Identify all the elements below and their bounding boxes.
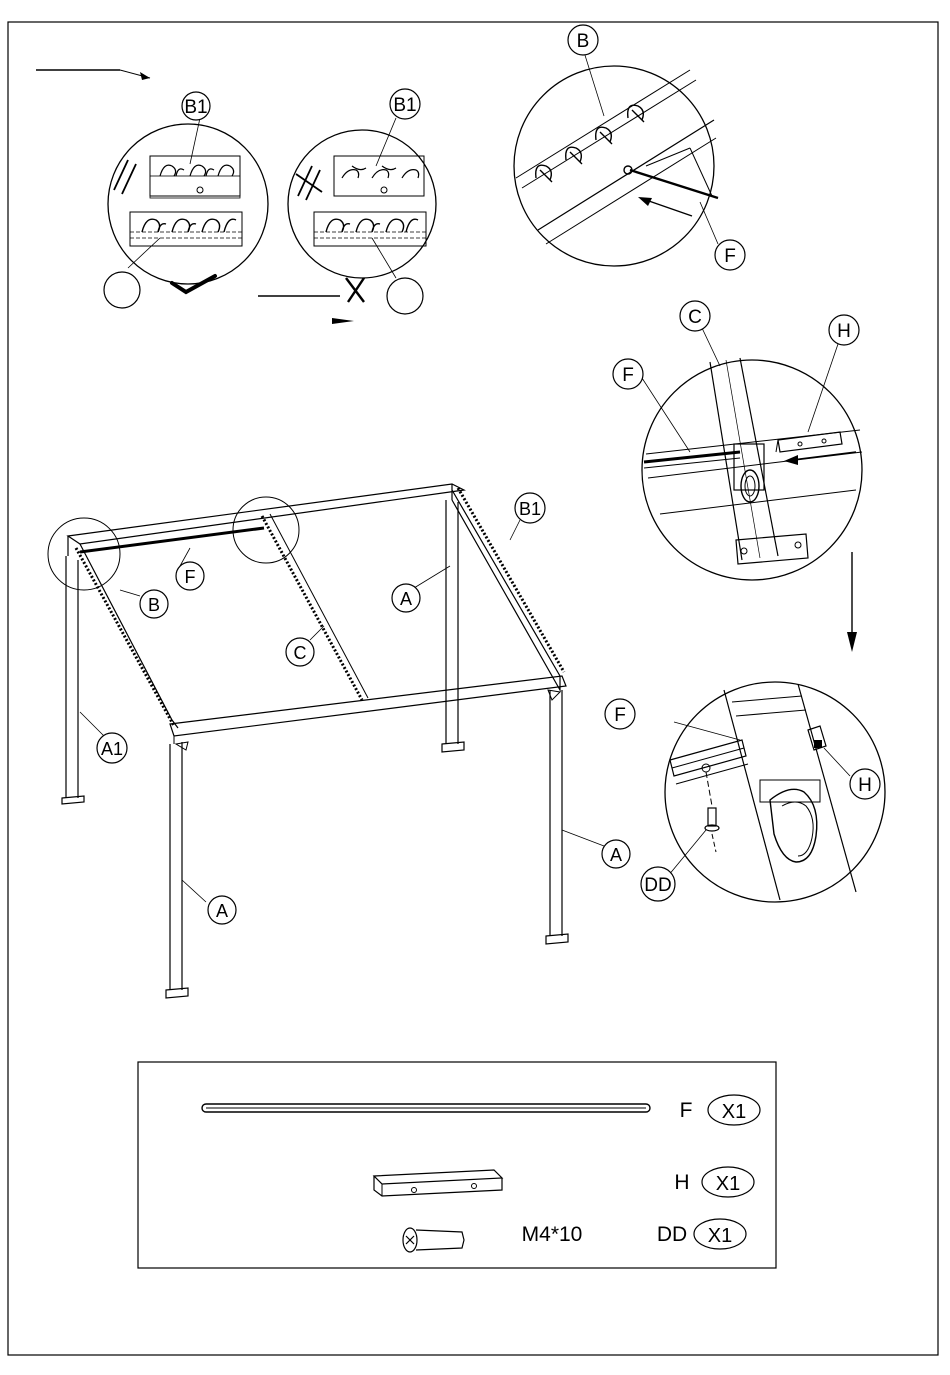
- parts-box: F X1 H X1 M4*10 DD X1: [138, 1062, 776, 1268]
- direction-arrow-top: [36, 70, 150, 80]
- callout-frame-a-back: A: [400, 589, 412, 609]
- callout-frame-b1: B1: [519, 499, 541, 519]
- callout-h-low: H: [858, 775, 872, 796]
- part-dd-spec: M4*10: [522, 1223, 583, 1246]
- empty-callout-wrong: [387, 278, 423, 314]
- detail-b-f-insertion: [514, 52, 718, 266]
- part-f-qty: X1: [722, 1101, 746, 1123]
- callout-b1-wrong: B1: [393, 95, 416, 116]
- part-h-label: H: [674, 1171, 689, 1194]
- part-f-label: F: [680, 1099, 693, 1122]
- callout-frame-a-front-left: A: [216, 901, 228, 921]
- part-dd-qty: X1: [708, 1225, 732, 1247]
- callout-b1-correct: B1: [184, 97, 207, 118]
- part-f-rod: [202, 1104, 650, 1112]
- callout-b-top: B: [577, 31, 590, 52]
- callout-f-top: F: [724, 246, 736, 267]
- part-dd-screw: [403, 1228, 464, 1252]
- callout-frame-f: F: [185, 567, 196, 587]
- part-h-bar: [374, 1170, 502, 1196]
- callout-f-mid: F: [622, 365, 634, 386]
- part-dd-label: DD: [657, 1223, 687, 1246]
- pergola-frame: [48, 484, 604, 998]
- callout-frame-a1: A1: [101, 739, 123, 759]
- empty-callout-correct: [104, 272, 140, 308]
- part-h-qty: X1: [716, 1173, 740, 1195]
- detail-wrong-orientation: [288, 118, 436, 278]
- callout-c-mid: C: [688, 307, 702, 328]
- callout-h-mid: H: [837, 321, 851, 342]
- detail-correct-orientation: [108, 118, 268, 284]
- detail-c-h-f: [642, 328, 862, 580]
- callout-frame-b: B: [148, 595, 160, 615]
- direction-arrow-bottom: [258, 296, 354, 324]
- callout-dd-low: DD: [644, 875, 671, 896]
- callout-frame-c: C: [294, 643, 307, 663]
- arrow-down-icon: [847, 552, 857, 652]
- cross-icon: [346, 278, 364, 302]
- callout-frame-a-front-right: A: [610, 845, 622, 865]
- callout-f-low: F: [614, 705, 626, 726]
